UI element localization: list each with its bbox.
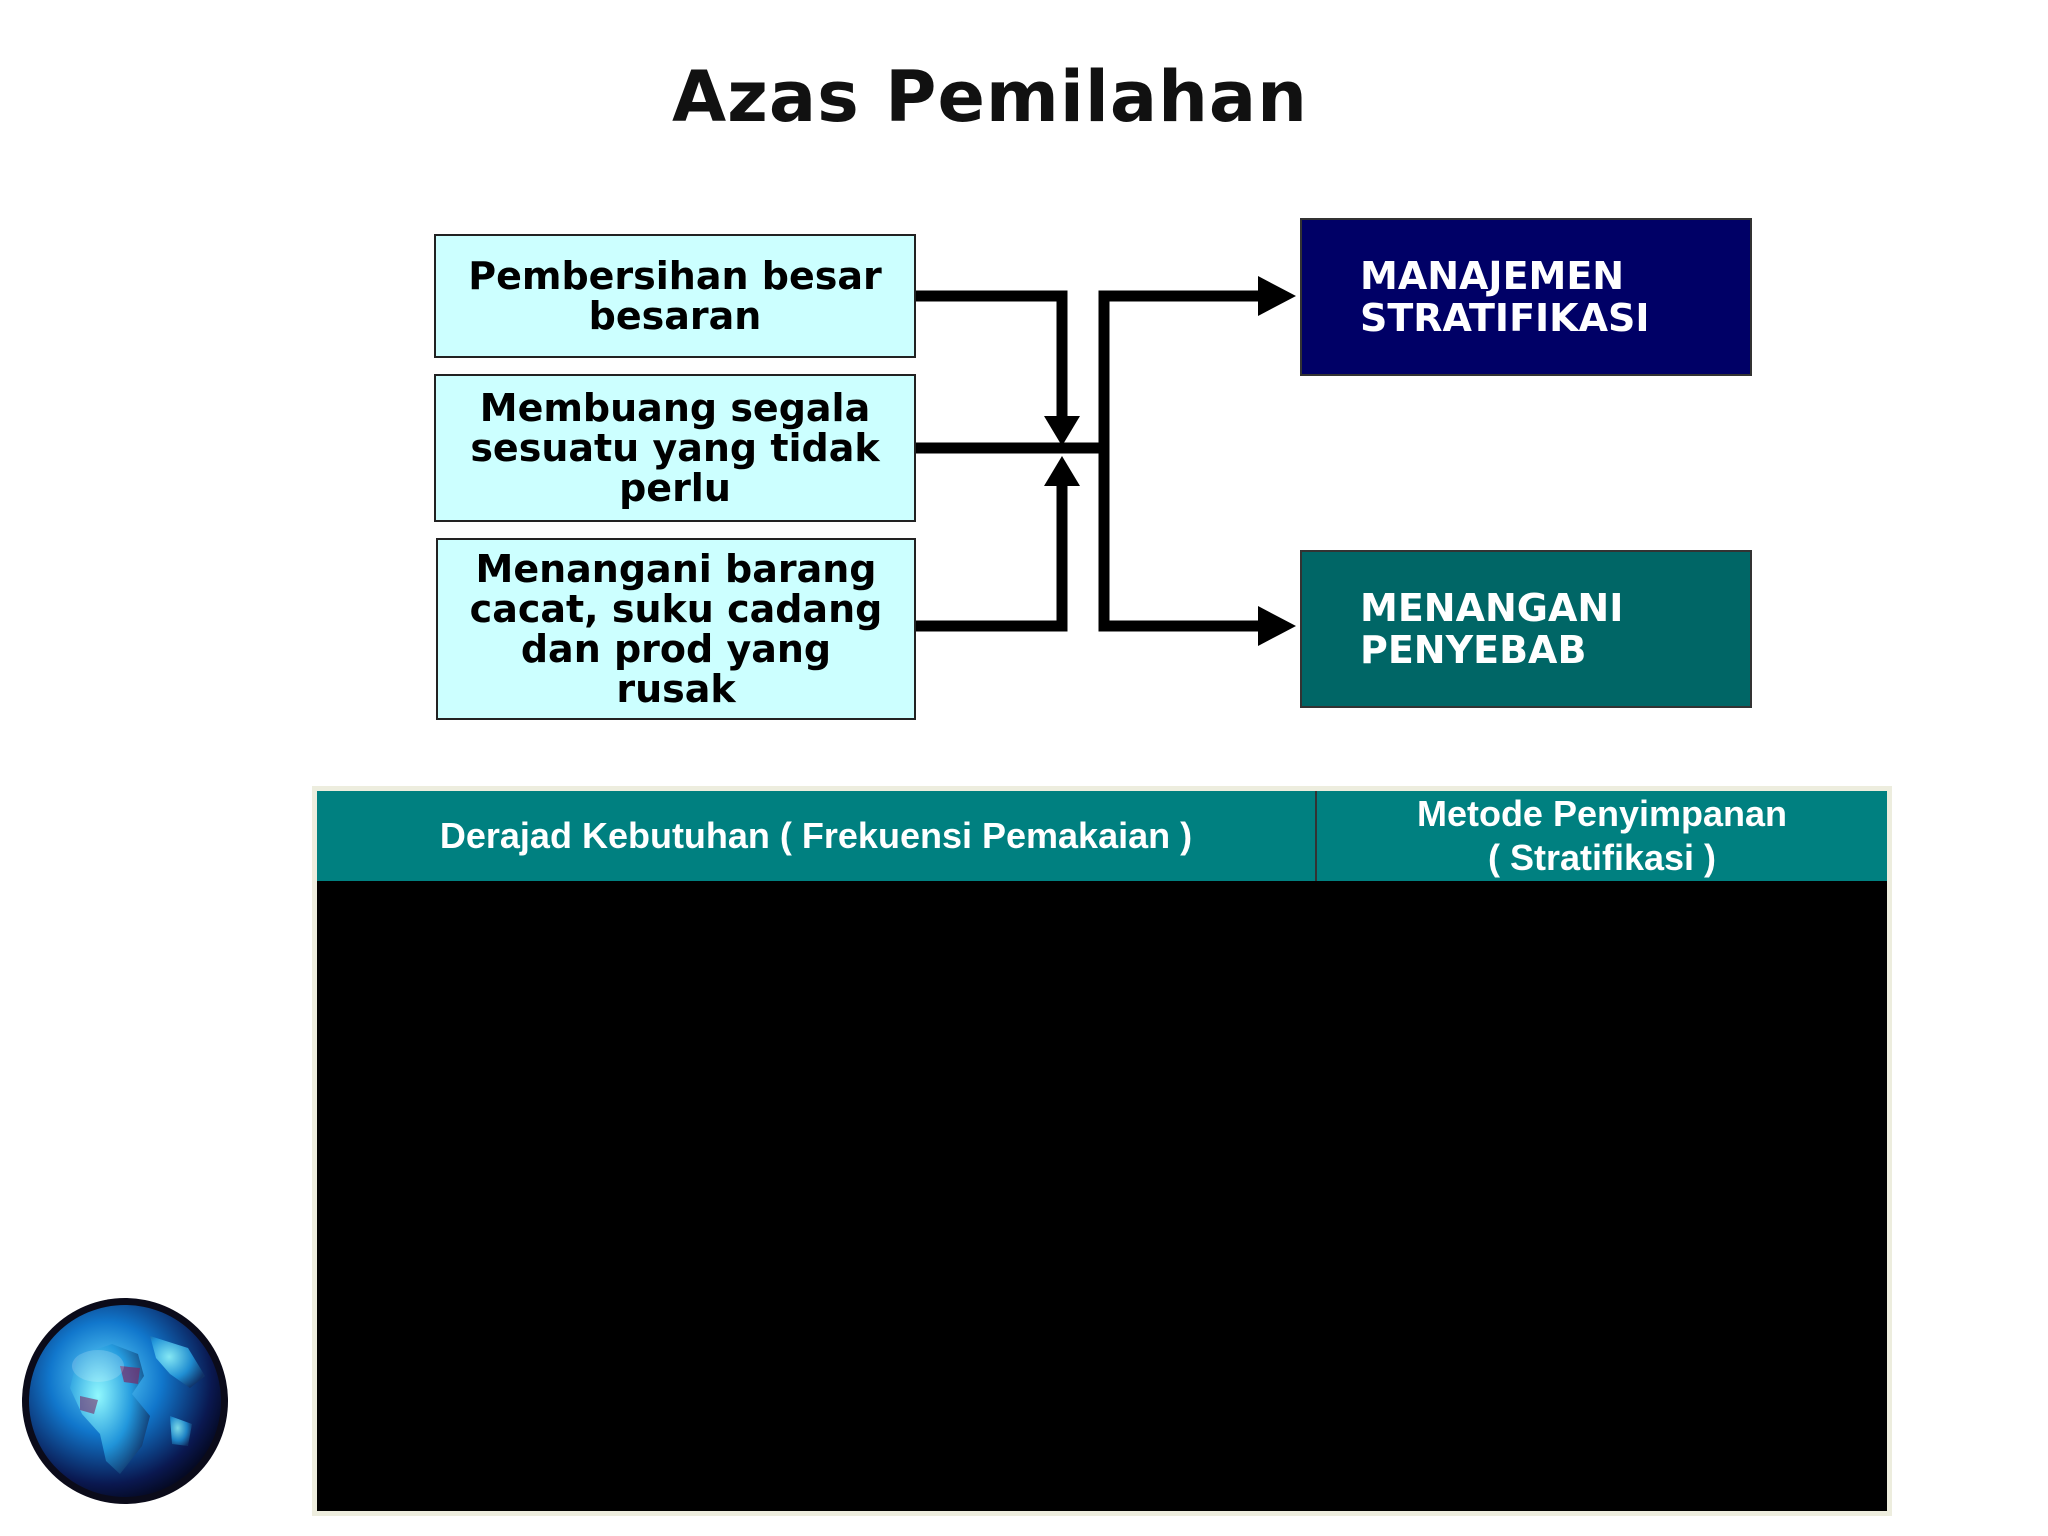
stratification-table: Derajad Kebutuhan ( Frekuensi Pemakaian … [312, 786, 1892, 1516]
table-body [317, 881, 1887, 1511]
output-box-root-cause: MENANGANI PENYEBAB [1300, 550, 1752, 708]
input-box-defects: Menangani barang cacat, suku cadang dan … [436, 538, 916, 720]
table-header: Derajad Kebutuhan ( Frekuensi Pemakaian … [317, 791, 1887, 881]
input-box-label: Membuang segala sesuatu yang tidak perlu [470, 386, 880, 510]
connector-output-1 [1098, 290, 1262, 448]
input-box-discard: Membuang segala sesuatu yang tidak perlu [434, 374, 916, 522]
arrowhead-right-1 [1258, 276, 1296, 316]
page-title: Azas Pemilahan [671, 56, 1309, 138]
output-box-stratification: MANAJEMEN STRATIFIKASI [1300, 218, 1752, 376]
connector-output-2 [1098, 448, 1262, 632]
output-box-label: MANAJEMEN STRATIFIKASI [1360, 254, 1650, 340]
column-header-storage-method: Metode Penyimpanan ( Stratifikasi ) [1416, 793, 1788, 878]
arrowhead-up [1044, 456, 1080, 486]
input-box-cleaning: Pembersihan besar besaran [434, 234, 916, 358]
output-box-label: MENANGANI PENYEBAB [1360, 586, 1624, 672]
arrowhead-right-2 [1258, 606, 1296, 646]
globe-icon [22, 1298, 228, 1504]
connector-input-1 [914, 290, 1068, 425]
connector-input-3 [914, 480, 1068, 632]
column-header-need-level: Derajad Kebutuhan ( Frekuensi Pemakaian … [317, 791, 1317, 881]
arrowhead-down [1044, 416, 1080, 446]
input-box-label: Menangani barang cacat, suku cadang dan … [469, 547, 883, 711]
input-box-label: Pembersihan besar besaran [468, 254, 882, 338]
